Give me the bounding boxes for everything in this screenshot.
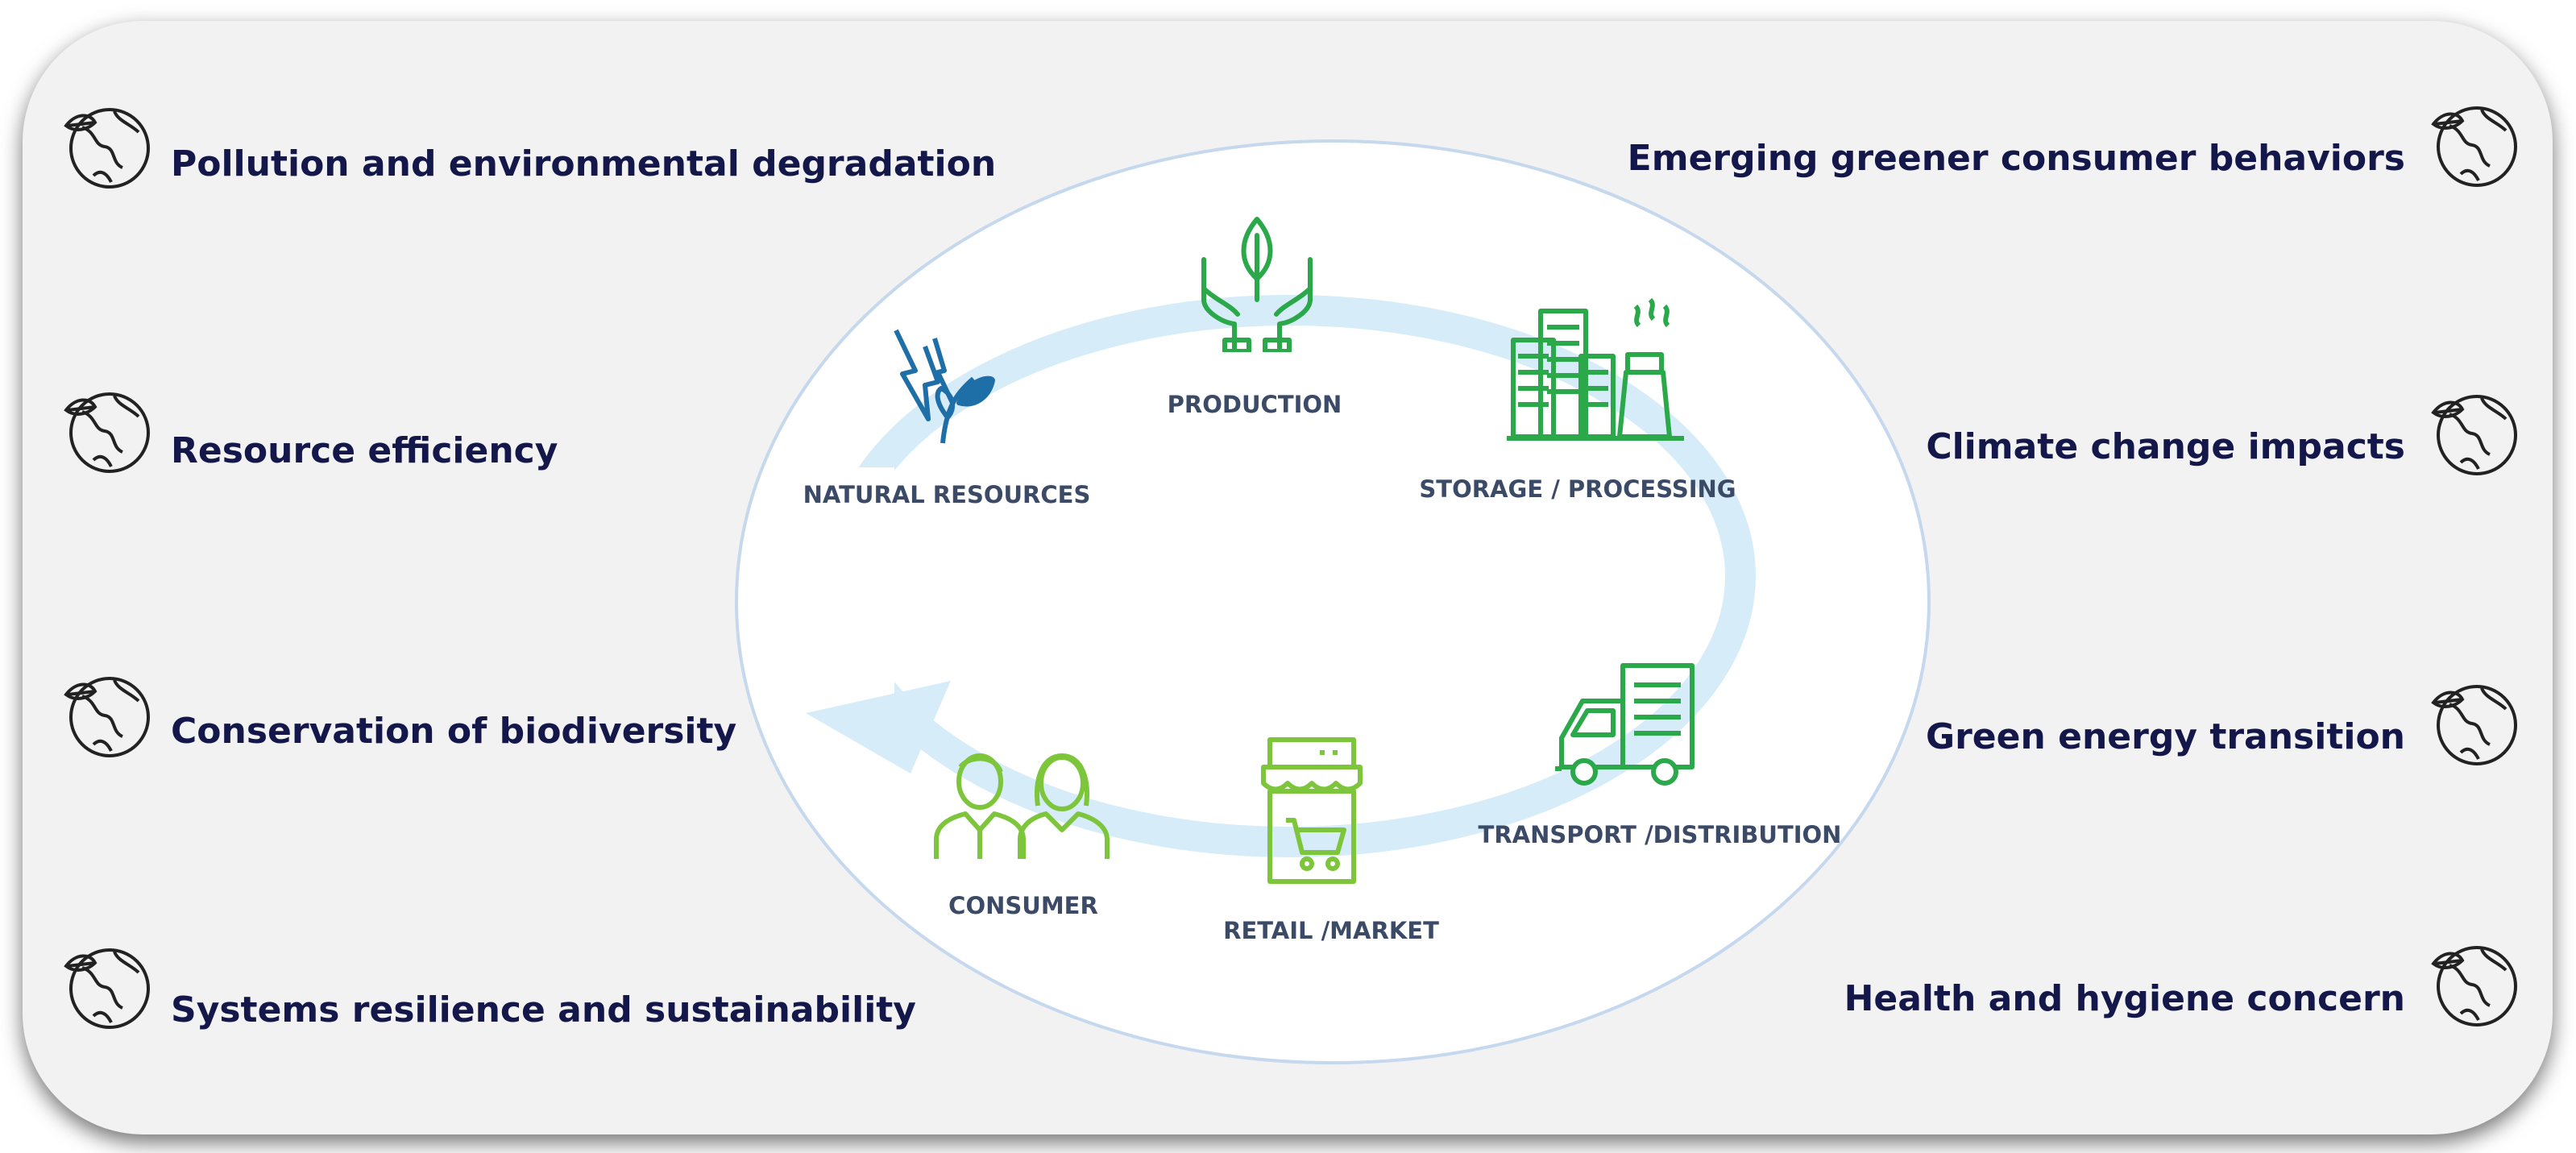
stage-label-storage-processing: STORAGE / PROCESSING bbox=[1419, 475, 1736, 503]
factory-buildings-icon bbox=[1507, 292, 1684, 444]
people-icon bbox=[933, 749, 1114, 865]
issue-label: Health and hygiene concern bbox=[1844, 978, 2405, 1019]
stage-label-production: PRODUCTION bbox=[1167, 391, 1342, 418]
issue-label: Green energy transition bbox=[1925, 716, 2405, 757]
delivery-truck-icon bbox=[1555, 661, 1700, 793]
issue-label: Climate change impacts bbox=[1926, 426, 2405, 467]
stage-label-transport-distribution: TRANSPORT /DISTRIBUTION bbox=[1478, 821, 1842, 848]
globe-leaf-icon bbox=[2425, 97, 2522, 193]
issue-label: Emerging greener consumer behaviors bbox=[1627, 138, 2405, 179]
cycle-gap bbox=[798, 467, 894, 717]
stage-label-natural-resources: NATURAL RESOURCES bbox=[803, 481, 1091, 508]
issue-label: Resource efficiency bbox=[171, 430, 558, 471]
stage-label-retail-market: RETAIL /MARKET bbox=[1223, 917, 1439, 944]
shop-cart-icon bbox=[1257, 732, 1366, 888]
issue-label: Conservation of biodiversity bbox=[171, 711, 737, 752]
globe-leaf-icon bbox=[58, 98, 155, 195]
cycle-arrow-head bbox=[806, 681, 951, 774]
globe-leaf-icon bbox=[58, 383, 155, 479]
issue-label: Systems resilience and sustainability bbox=[171, 989, 916, 1031]
plant-lightning-icon bbox=[878, 314, 999, 454]
issue-label: Pollution and environmental degradation bbox=[171, 143, 997, 185]
stage-label-consumer: CONSUMER bbox=[948, 892, 1098, 919]
globe-leaf-icon bbox=[58, 939, 155, 1035]
hands-leaf-icon bbox=[1193, 211, 1321, 355]
globe-leaf-icon bbox=[2425, 675, 2522, 772]
globe-leaf-icon bbox=[2425, 385, 2522, 482]
globe-leaf-icon bbox=[58, 667, 155, 764]
globe-leaf-icon bbox=[2425, 936, 2522, 1033]
